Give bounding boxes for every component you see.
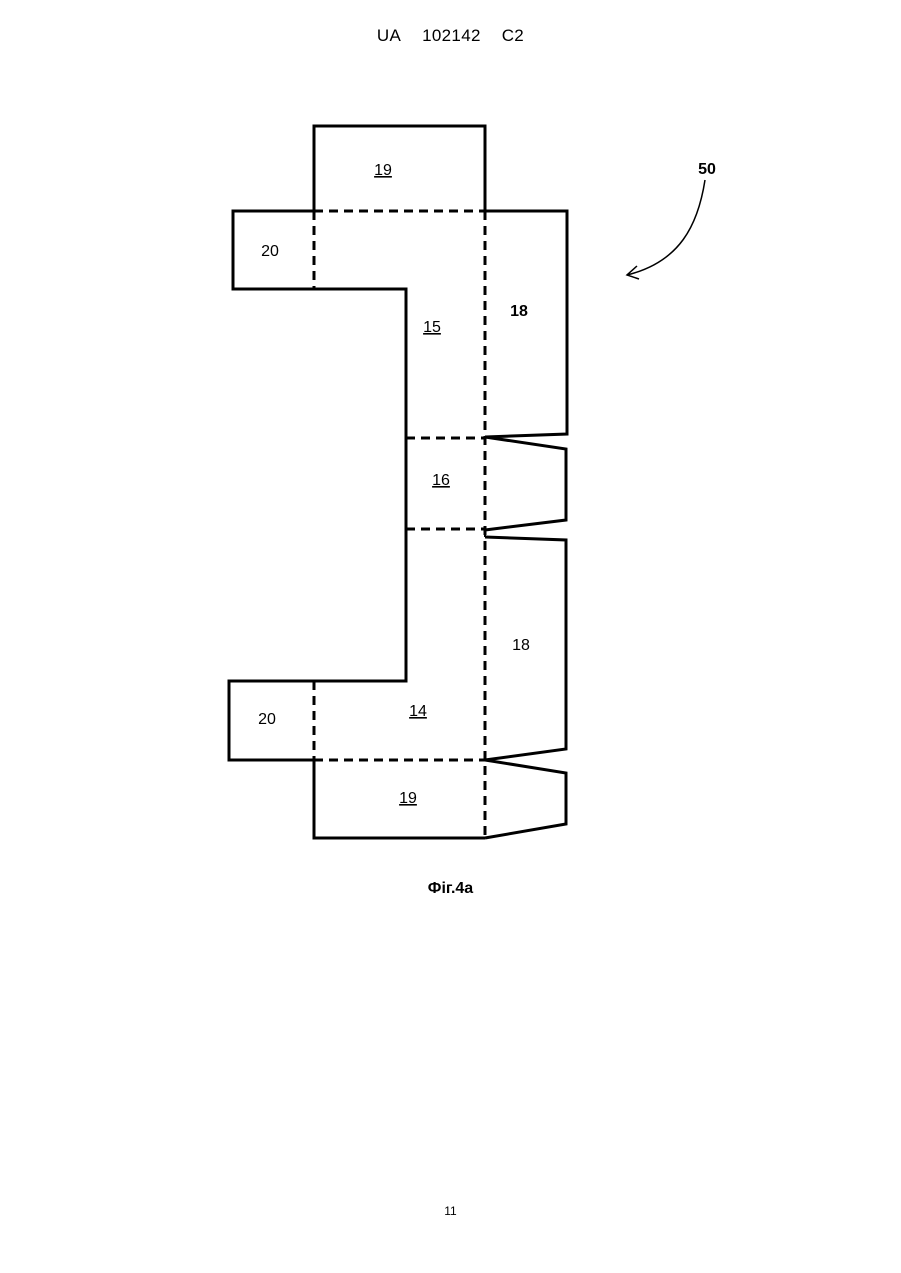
outline-top-panel [314,126,485,211]
figure-caption: Фіг.4а [0,880,901,898]
label-panel-19-top: 19 [374,162,392,179]
label-flap-18-bottom: 18 [512,637,530,654]
outline-right-flap-top [485,211,567,437]
reference-numeral-50: 50 [698,161,716,178]
label-panel-15: 15 [423,319,441,336]
label-flap-20-top: 20 [261,243,279,260]
outline-right-flap-small-bottom [485,760,566,838]
label-flap-18-top: 18 [510,303,528,320]
label-panel-19-bottom: 19 [399,790,417,807]
reference-arrow-line [627,180,705,275]
label-flap-20-bottom: 20 [258,711,276,728]
outline-left-inner-edge [314,289,406,681]
label-panel-16: 16 [432,472,450,489]
outline-right-flap-small-top [485,437,566,530]
page-number: 11 [0,1204,901,1218]
label-panel-14: 14 [409,703,427,720]
